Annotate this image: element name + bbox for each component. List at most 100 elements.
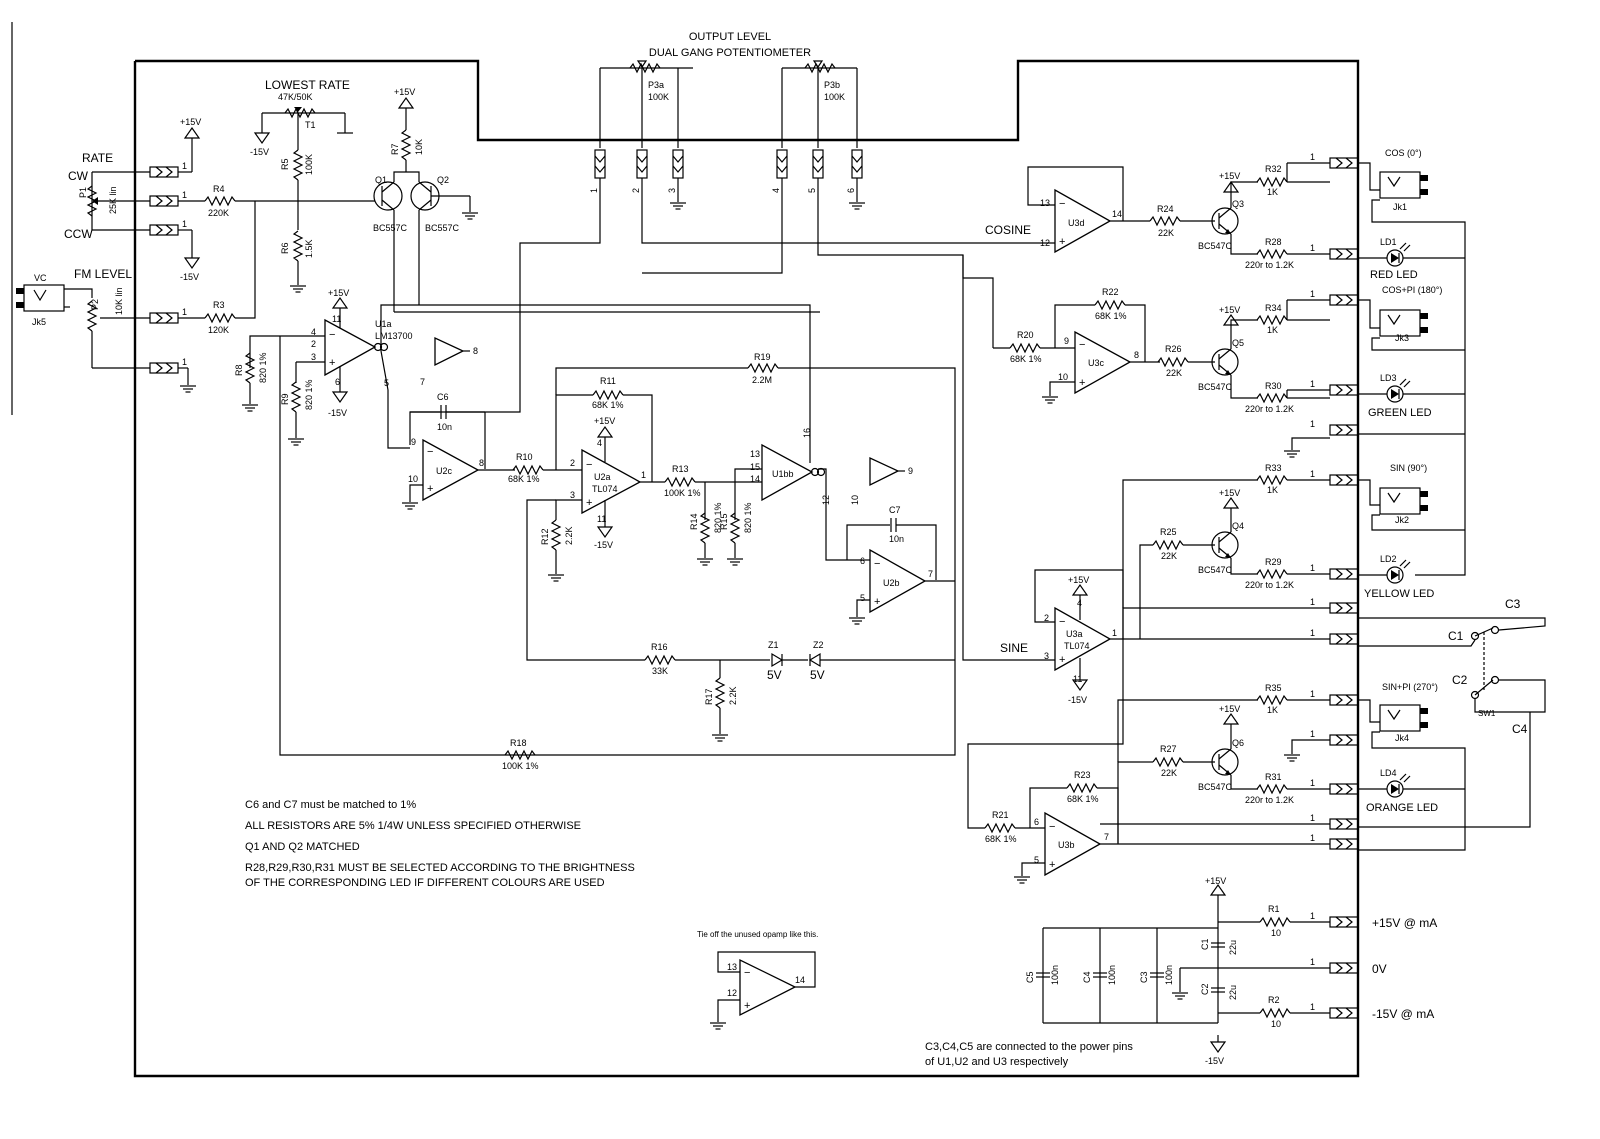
svg-text:1: 1 <box>182 307 187 317</box>
t1-ref: T1 <box>305 120 316 130</box>
svg-text:9: 9 <box>411 437 416 447</box>
u3b-ref: U3b <box>1058 840 1075 850</box>
q3-ref: Q3 <box>1232 199 1244 209</box>
r8-value: 820 1% <box>258 352 268 383</box>
svg-text:6: 6 <box>1034 817 1039 827</box>
svg-text:5: 5 <box>384 378 389 388</box>
p3a-ref: P3a <box>648 80 664 90</box>
r23-ref: R23 <box>1074 770 1091 780</box>
svg-text:+: + <box>1049 859 1055 871</box>
svg-text:1: 1 <box>1310 957 1315 967</box>
svg-text:6: 6 <box>860 556 865 566</box>
c6-ref: C6 <box>437 392 449 402</box>
r25-ref: R25 <box>1160 527 1177 537</box>
z1-value: 5V <box>767 668 782 682</box>
r3-ref: R3 <box>213 300 225 310</box>
jk3-ref: Jk3 <box>1395 333 1409 343</box>
power-note-2: of U1,U2 and U3 respectively <box>925 1056 1069 1068</box>
right-connectors <box>1329 157 1359 1019</box>
jk2-label: SIN (90°) <box>1390 463 1427 473</box>
power-zero-label: 0V <box>1372 962 1387 976</box>
note-1: C6 and C7 must be matched to 1% <box>245 799 416 811</box>
svg-text:8: 8 <box>1134 350 1139 360</box>
zener-z2: Z2 5V <box>808 640 825 682</box>
q3-type: BC547C <box>1198 241 1233 251</box>
cosine-label: COSINE <box>985 223 1031 237</box>
svg-text:+: + <box>329 357 335 369</box>
r11-value: 68K 1% <box>592 400 624 410</box>
u2c-ref: U2c <box>436 466 453 476</box>
r33-value: 1K <box>1267 485 1278 495</box>
opamp-u3a: −+ U3a TL074 <box>1054 606 1112 672</box>
sw1-c4: C4 <box>1512 722 1528 736</box>
r15-value: 820 1% <box>743 502 753 533</box>
q4-ref: Q4 <box>1232 521 1244 531</box>
z2-value: 5V <box>810 668 825 682</box>
r9-ref: R9 <box>280 393 290 405</box>
svg-text:1: 1 <box>1310 778 1315 788</box>
svg-text:+: + <box>586 497 592 509</box>
r35-ref: R35 <box>1265 683 1282 693</box>
r2-ref: R2 <box>1268 995 1280 1005</box>
ld3-label: GREEN LED <box>1368 407 1432 419</box>
p2-ref: P2 <box>90 299 100 310</box>
power-pos-label: +15V @ mA <box>1372 916 1437 930</box>
r25-value: 22K <box>1161 551 1177 561</box>
q1-type: BC557C <box>373 223 408 233</box>
svg-text:−: − <box>1059 198 1065 210</box>
jk1-label: COS (0°) <box>1385 148 1422 158</box>
p3b-value: 100K <box>824 92 845 102</box>
opamp-u3d: −+ U3d <box>1054 188 1112 254</box>
r16-value: 33K <box>652 666 668 676</box>
r20-ref: R20 <box>1017 330 1034 340</box>
r11-ref: R11 <box>600 376 616 386</box>
ld1-ref: LD1 <box>1380 237 1397 247</box>
c4-ref: C4 <box>1082 971 1092 983</box>
pot-p3a: P3a 100K <box>599 60 693 148</box>
svg-text:6: 6 <box>335 377 340 387</box>
svg-text:8: 8 <box>473 346 478 356</box>
q5-ref: Q5 <box>1232 338 1244 348</box>
svg-text:1: 1 <box>1310 152 1315 162</box>
r34-value: 1K <box>1267 325 1278 335</box>
z2-ref: Z2 <box>813 640 824 650</box>
tieoff-note: Tie off the unused opamp like this. <box>697 930 818 939</box>
note-3: Q1 AND Q2 MATCHED <box>245 841 360 853</box>
rail-q3-pos: +15V <box>1219 171 1240 181</box>
p3a-value: 100K <box>648 92 669 102</box>
r31-value: 220r to 1.2K <box>1245 795 1294 805</box>
jk5-ref: Jk5 <box>32 317 46 327</box>
jack-jk2: SIN (90°) Jk2 <box>1379 463 1429 525</box>
switch-sw1: C1 C2 C3 C4 SW1 <box>1448 597 1528 736</box>
r3-value: 120K <box>208 325 229 335</box>
c5-value: 100n <box>1050 965 1060 985</box>
svg-text:1: 1 <box>1310 729 1315 739</box>
rail-u2a-pos: +15V <box>594 416 615 426</box>
r21-value: 68K 1% <box>985 834 1017 844</box>
svg-text:3: 3 <box>311 352 316 362</box>
r5-ref: R5 <box>280 158 290 170</box>
pot-p1: P1 25K lin <box>78 171 150 231</box>
r28-value: 220r to 1.2K <box>1245 260 1294 270</box>
transistor-q2: Q2 BC557C <box>410 175 460 233</box>
svg-text:9: 9 <box>1064 336 1069 346</box>
led-ld3: LD3 GREEN LED <box>1368 373 1432 419</box>
r34-ref: R34 <box>1265 303 1282 313</box>
r19-ref: R19 <box>754 352 771 362</box>
p1-ref: P1 <box>78 187 88 198</box>
r20-value: 68K 1% <box>1010 354 1042 364</box>
u2a-ref: U2a <box>594 472 611 482</box>
ld2-ref: LD2 <box>1380 554 1397 564</box>
r29-value: 220r to 1.2K <box>1245 580 1294 590</box>
c1-ref: C1 <box>1200 938 1210 950</box>
c7-ref: C7 <box>889 505 901 515</box>
note-4: R28,R29,R30,R31 MUST BE SELECTED ACCORDI… <box>245 862 635 874</box>
svg-text:5: 5 <box>1034 855 1039 865</box>
svg-text:4: 4 <box>597 438 602 448</box>
svg-text:8: 8 <box>479 458 484 468</box>
svg-text:−: − <box>1079 339 1085 351</box>
rail-p1-neg: -15V <box>180 272 199 282</box>
note-2: ALL RESISTORS ARE 5% 1/4W UNLESS SPECIFI… <box>245 820 581 832</box>
svg-text:2: 2 <box>1044 613 1049 623</box>
